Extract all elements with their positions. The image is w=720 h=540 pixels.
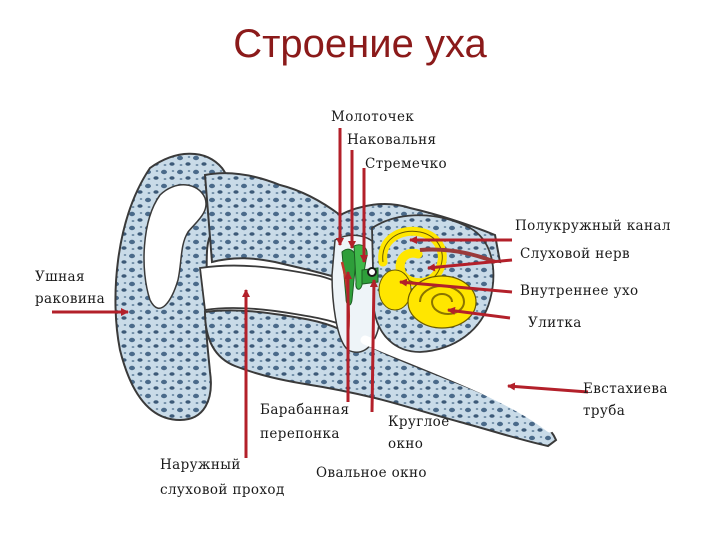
label-inner-ear: Внутреннее ухо <box>520 283 639 299</box>
cochlea-arrow <box>447 306 511 320</box>
label-eustachian-line2: труба <box>583 403 626 419</box>
eustachian-tube-arrow <box>507 382 589 394</box>
inner-ear-arrow <box>399 278 513 294</box>
label-round-window-line1: Круглое <box>388 414 450 430</box>
auditory-nerve-shape <box>419 247 496 264</box>
eustachian-tube <box>360 335 555 433</box>
label-eustachian-line1: Евстахиева <box>583 381 668 397</box>
label-eardrum-line1: Барабанная <box>260 402 350 418</box>
label-eardrum-line2: перепонка <box>260 426 340 442</box>
label-auricle-line1: Ушная <box>35 269 85 285</box>
label-auditory-nerve: Слуховой нерв <box>520 246 631 262</box>
round-window-shape <box>367 267 377 277</box>
vestibule <box>378 269 412 311</box>
auricle-inner-fold <box>143 184 207 309</box>
auditory-nerve-arrow <box>427 258 513 272</box>
label-ear-canal-line2: слуховой проход <box>160 482 285 498</box>
label-round-window-line2: окно <box>388 436 424 452</box>
label-hammer: Молоточек <box>331 109 415 125</box>
label-anvil: Наковальня <box>347 132 437 148</box>
label-cochlea: Улитка <box>528 315 582 331</box>
round-window-arrow <box>369 279 378 413</box>
label-ear-canal-line1: Наружный <box>160 457 241 473</box>
label-stirrup: Стремечко <box>365 156 448 172</box>
page-title: Строение уха <box>233 22 487 66</box>
label-auricle-line2: раковина <box>35 291 106 307</box>
label-oval-window: Овальное окно <box>316 465 427 481</box>
label-semicircular-canal: Полукружный канал <box>515 218 671 234</box>
